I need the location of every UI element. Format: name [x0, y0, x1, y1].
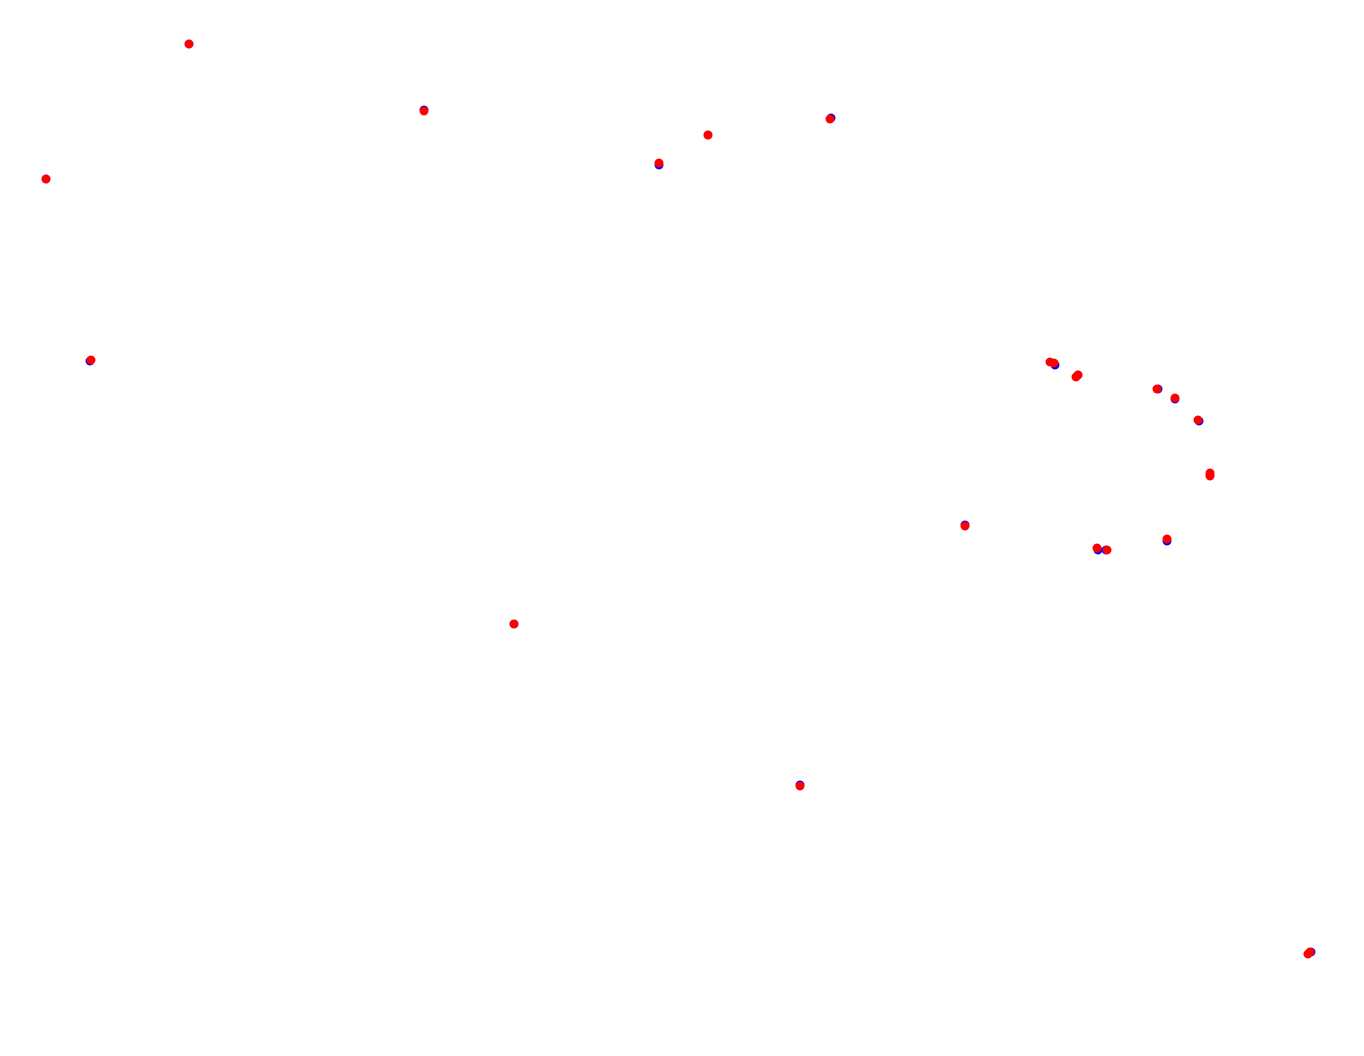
series-layer [41, 39, 1316, 959]
data-point-red [703, 130, 713, 140]
data-point-red [419, 106, 429, 116]
data-point-red [1205, 471, 1215, 481]
data-point-red [509, 619, 519, 629]
data-point-red [1102, 545, 1112, 555]
data-point-red [41, 174, 51, 184]
data-point-red [825, 114, 835, 124]
data-point-red [1162, 534, 1172, 544]
data-point-red [1092, 543, 1102, 553]
data-point-red [1049, 358, 1059, 368]
data-point-red [1073, 370, 1083, 380]
data-point-red [795, 781, 805, 791]
data-point-red [1170, 393, 1180, 403]
series-blue [41, 39, 1316, 957]
data-point-red [960, 521, 970, 531]
data-point-red [86, 355, 96, 365]
data-point-red [1305, 947, 1315, 957]
data-point-red [654, 158, 664, 168]
data-point-red [184, 39, 194, 49]
series-red [41, 39, 1315, 959]
data-point-red [1152, 384, 1162, 394]
data-point-red [1193, 415, 1203, 425]
